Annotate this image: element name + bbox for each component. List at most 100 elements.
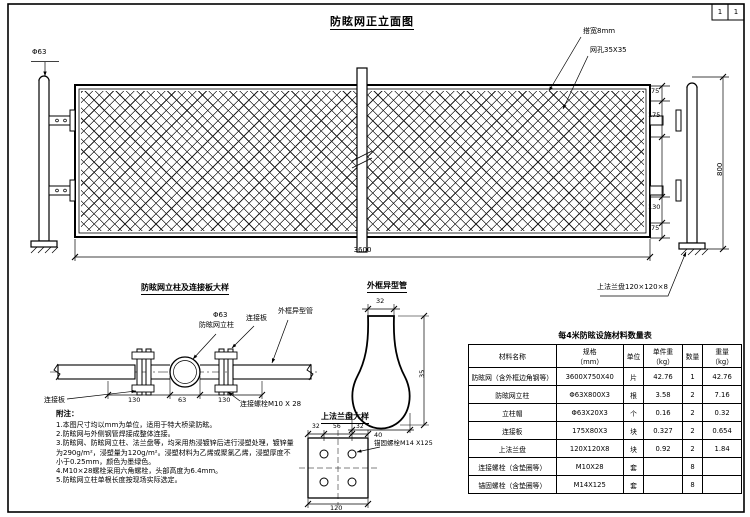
table-cell: 8 bbox=[681, 475, 704, 494]
dim-right-130: 130 bbox=[648, 203, 661, 211]
table-header-cell: 数量 bbox=[681, 344, 704, 368]
table-cell: 防眩网立柱 bbox=[468, 385, 557, 404]
flange-callout-label: 上法兰盘120×120×8 bbox=[597, 283, 668, 291]
post-diameter-label: Φ63 bbox=[32, 48, 47, 56]
table-cell: 套 bbox=[622, 475, 645, 494]
table-cell: Φ63X20X3 bbox=[555, 403, 624, 422]
material-table: 材料名称规格 （mm）单位单件重 （kg）数量重量 （kg） 防眩网（含外框边角… bbox=[468, 344, 742, 494]
detail-plate-label: 连接板 bbox=[246, 314, 267, 322]
table-cell: Φ63X800X3 bbox=[555, 385, 624, 404]
table-cell bbox=[643, 457, 683, 476]
elevation-dimensions bbox=[71, 73, 729, 261]
detail-post-diameter-label: Φ63 bbox=[213, 311, 228, 319]
dim-right-75b: 75 bbox=[651, 224, 660, 232]
table-cell: 0.654 bbox=[702, 421, 742, 440]
notes-heading: 附注： bbox=[56, 409, 79, 418]
note-item: 2.防眩网与外侧钢管焊接成整体连接。 bbox=[56, 430, 175, 439]
detail-flange-linework bbox=[299, 430, 381, 508]
dim-total-800: 800 bbox=[716, 162, 724, 176]
table-cell bbox=[702, 475, 742, 494]
table-cell: 2 bbox=[681, 403, 704, 422]
elevation-leaders bbox=[31, 36, 687, 297]
detail-tube-label: 外框异型管 bbox=[278, 307, 313, 315]
table-cell: 2 bbox=[681, 421, 704, 440]
table-cell: 3600X750X40 bbox=[555, 367, 624, 386]
tube-dim-side: 35 bbox=[418, 369, 426, 378]
table-cell: 连接板 bbox=[468, 421, 557, 440]
table-cell: 0.327 bbox=[643, 421, 683, 440]
table-cell: 片 bbox=[622, 367, 645, 386]
table-cell: 7.16 bbox=[702, 385, 742, 404]
tube-dim-top: 32 bbox=[376, 297, 385, 305]
table-cell: 套 bbox=[622, 457, 645, 476]
table-cell: 1.84 bbox=[702, 439, 742, 458]
table-cell: 3.58 bbox=[643, 385, 683, 404]
table-header-cell: 材料名称 bbox=[468, 344, 557, 368]
table-cell: 175X80X3 bbox=[555, 421, 624, 440]
table-cell: 42.76 bbox=[643, 367, 683, 386]
mesh-opening-label: 网孔35X35 bbox=[590, 46, 627, 54]
detail-post-title: 防眩网立柱及连接板大样 bbox=[141, 283, 229, 295]
material-table-title: 每4米防眩设施材料数量表 bbox=[558, 331, 652, 340]
table-header-cell: 单位 bbox=[622, 344, 645, 368]
tube-dim-bottom: 40 bbox=[374, 431, 383, 439]
material-table-section: 每4米防眩设施材料数量表 材料名称规格 （mm）单位单件重 （kg）数量重量 （… bbox=[468, 330, 742, 494]
detail-flange-title: 上法兰盘大样 bbox=[321, 412, 369, 424]
table-cell: 根 bbox=[622, 385, 645, 404]
table-header-row: 材料名称规格 （mm）单位单件重 （kg）数量重量 （kg） bbox=[468, 344, 742, 368]
mesh-strip-width-label: 搭宽8mm bbox=[583, 27, 616, 35]
note-item: 1.本图尺寸均以mm为单位，适用于特大桥梁防眩。 bbox=[56, 421, 217, 429]
sheet-number-left: 1 bbox=[717, 8, 723, 16]
detail-post-linework bbox=[50, 319, 318, 402]
flange-dim-32b: 32 bbox=[356, 423, 364, 430]
detail-dim-63: 63 bbox=[178, 396, 187, 404]
table-cell: 120X120X8 bbox=[555, 439, 624, 458]
right-post bbox=[649, 82, 709, 256]
anchor-bolt-label: 锚固螺栓M14 X125 bbox=[374, 439, 433, 447]
table-cell: 0.92 bbox=[643, 439, 683, 458]
table-cell: 块 bbox=[622, 439, 645, 458]
table-header-cell: 单件重 （kg） bbox=[643, 344, 683, 368]
table-cell: 块 bbox=[622, 421, 645, 440]
note-item: 5.防眩网立柱单根长度按现场实际选定。 bbox=[56, 476, 182, 485]
note-item: 4.M10×28螺栓采用六角螺栓，头部高度为6.4mm。 bbox=[56, 467, 223, 476]
table-header-cell: 重量 （kg） bbox=[702, 344, 742, 368]
table-cell: 锚固螺栓（含垫圈等） bbox=[468, 475, 557, 494]
sheet-border bbox=[7, 3, 745, 513]
detail-tube-title: 外框异型管 bbox=[367, 281, 407, 293]
panel-frame bbox=[74, 67, 651, 253]
table-cell bbox=[643, 475, 683, 494]
table-cell: 连接螺栓（含垫圈等） bbox=[468, 457, 557, 476]
detail-dim-130b: 130 bbox=[218, 396, 231, 404]
note-item: 3.防眩网、防眩网立柱、法兰盘等，均采用热浸镀锌后进行浸塑处理，镀锌量为290g… bbox=[56, 439, 294, 466]
table-cell: 0.16 bbox=[643, 403, 683, 422]
table-cell: 8 bbox=[681, 457, 704, 476]
table-cell: 上法兰盘 bbox=[468, 439, 557, 458]
detail-plate-left-label: 连接板 bbox=[44, 396, 65, 404]
detail-dim-130a: 130 bbox=[128, 396, 141, 404]
dim-right-75a: 75 bbox=[651, 87, 660, 95]
table-cell: 1 bbox=[681, 367, 704, 386]
left-post bbox=[30, 75, 76, 254]
elevation-title: 防眩网正立面图 bbox=[330, 15, 414, 31]
table-cell: 2 bbox=[681, 439, 704, 458]
table-header-cell: 规格 （mm） bbox=[555, 344, 624, 368]
table-cell: M10X28 bbox=[555, 457, 624, 476]
table-cell: 0.32 bbox=[702, 403, 742, 422]
table-cell: 2 bbox=[681, 385, 704, 404]
table-cell: 防眩网（含外框边角钢等） bbox=[468, 367, 557, 386]
dim-span-3600: 3600 bbox=[353, 246, 372, 254]
detail-bolt-label: 连接螺栓M10 X 28 bbox=[240, 400, 302, 408]
table-cell: 个 bbox=[622, 403, 645, 422]
table-cell: M14X125 bbox=[555, 475, 624, 494]
flange-dim-120: 120 bbox=[330, 504, 343, 512]
